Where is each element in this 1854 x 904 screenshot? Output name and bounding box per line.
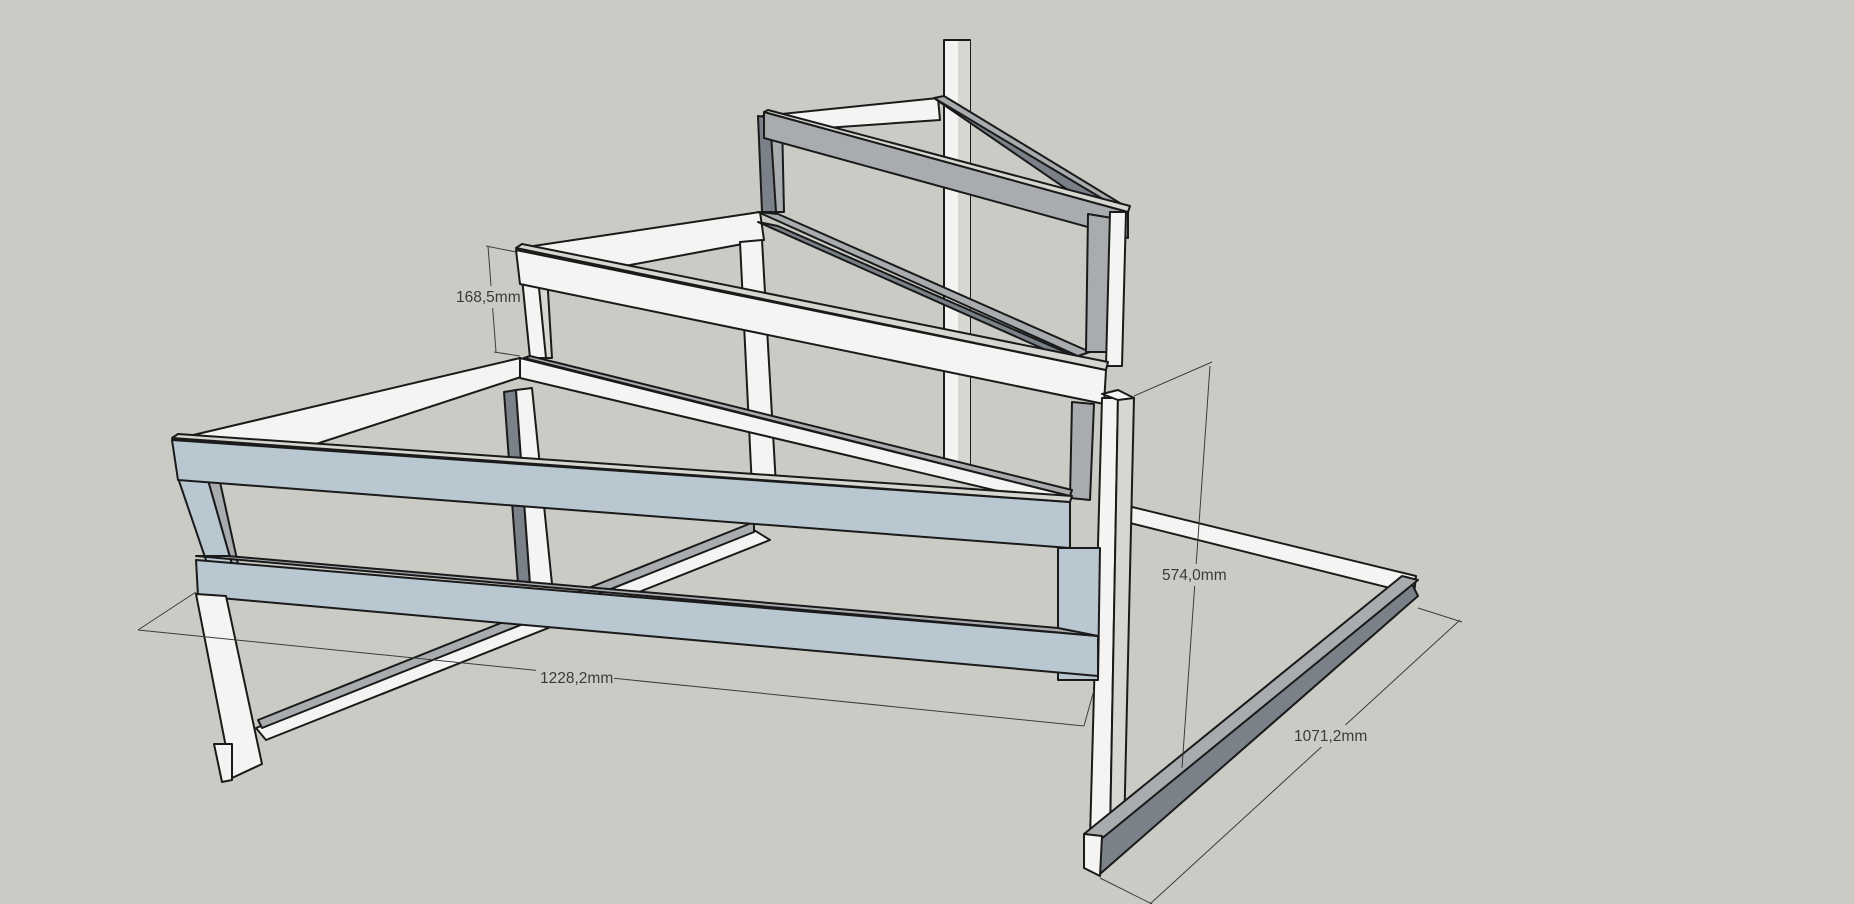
- base-front-right-rail[interactable]: [1083, 575, 1419, 877]
- dimension-height-label: 574,0mm: [1162, 567, 1227, 584]
- middle-tier-right-post[interactable]: [1069, 401, 1095, 501]
- middle-tier-rear-post[interactable]: [739, 239, 777, 489]
- bottom-tier-left-post[interactable]: [177, 477, 239, 567]
- dimension-width: 1228,2mm: [137, 591, 1095, 727]
- bottom-tier-side-rail[interactable]: [171, 357, 525, 447]
- top-tier-front-rail[interactable]: [763, 109, 1131, 239]
- dimension-depth-label: 1071,2mm: [1294, 728, 1367, 745]
- dimension-step-label: 168,5mm: [456, 289, 521, 306]
- bottom-tier-top-front-rail[interactable]: [171, 433, 1073, 549]
- bottom-tier-bottom-front-rail[interactable]: [195, 555, 1099, 677]
- dimension-depth: 1071,2mm: [1099, 607, 1463, 904]
- dimension-height: 574,0mm: [1133, 361, 1232, 769]
- dimension-step: 168,5mm: [454, 245, 521, 357]
- top-tier-right-post[interactable]: [1085, 211, 1127, 367]
- bottom-tier-upper-diagonal[interactable]: [519, 355, 1073, 509]
- dimension-width-label: 1228,2mm: [540, 670, 613, 687]
- base-left-leg[interactable]: [195, 593, 263, 783]
